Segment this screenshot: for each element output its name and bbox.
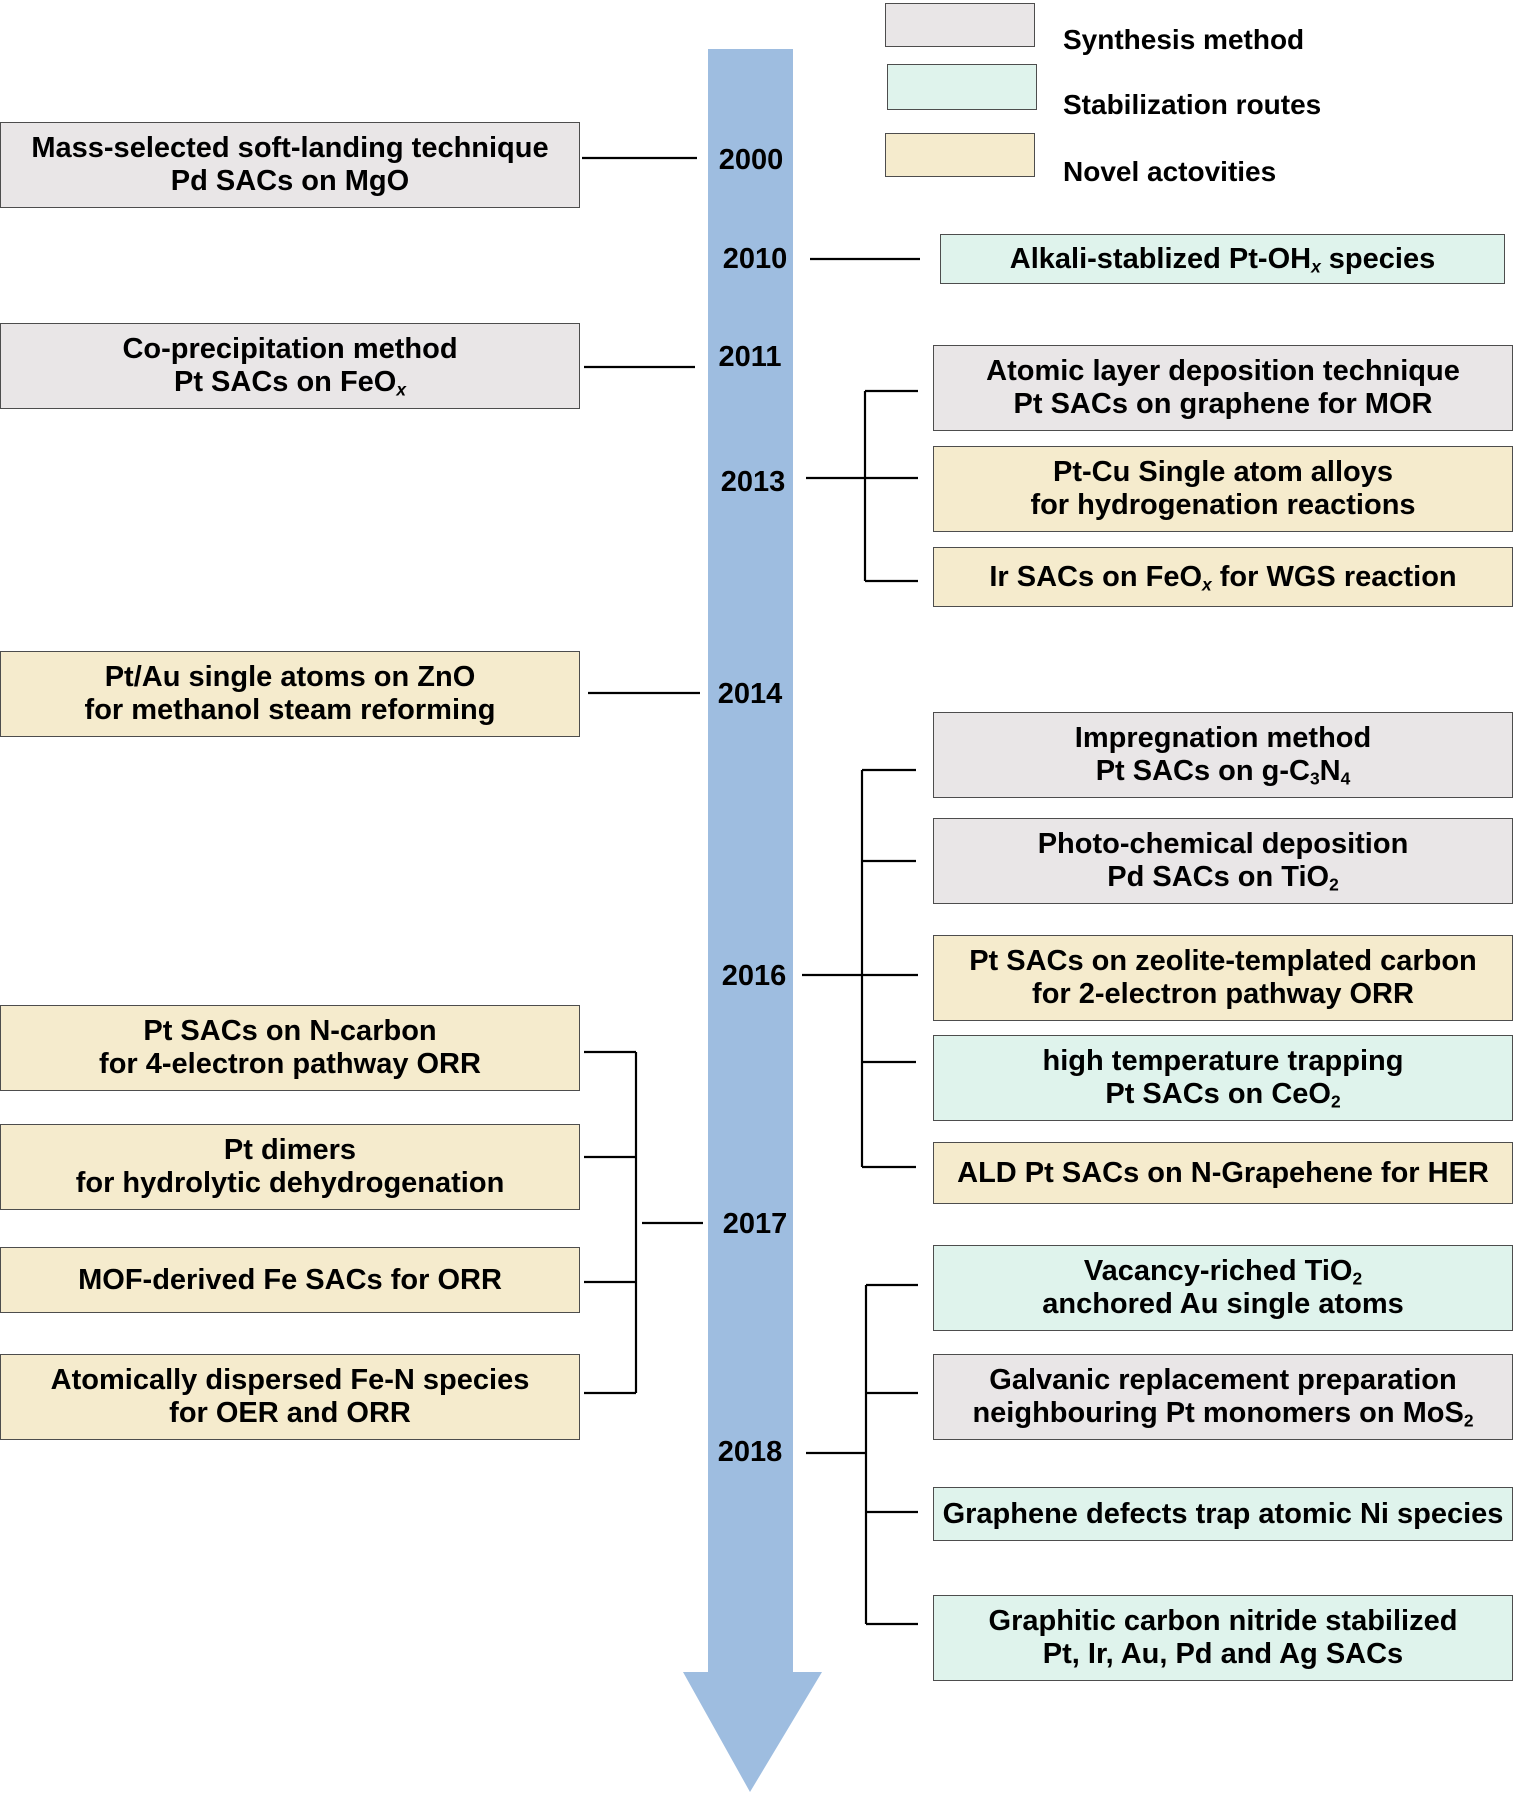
event-text-line: Atomically dispersed Fe-N species [50,1364,530,1396]
year-label-2010: 2010 [722,243,788,275]
event-text-line: for 2-electron pathway ORR [1032,978,1414,1010]
year-label-2013: 2013 [720,466,786,498]
event-text-line: Pt SACs on zeolite-templated carbon [969,945,1477,977]
event-text-line: Pt, Ir, Au, Pd and Ag SACs [1042,1638,1404,1670]
event-box-e2013c: Ir SACs on FeOx for WGS reaction [933,547,1513,607]
event-text-line: Graphitic carbon nitride stabilized [988,1605,1458,1637]
event-box-e2017c: MOF-derived Fe SACs for ORR [0,1247,580,1313]
event-text-line: Alkali-stablized Pt-OHx species [1009,242,1436,276]
event-text-line: Pt SACs on N-carbon [143,1015,437,1047]
event-text-line: for hydrolytic dehydrogenation [75,1167,505,1199]
event-text-line: Pt SACs on g-C3N4 [1095,755,1351,789]
event-text-line: Impregnation method [1074,722,1372,754]
event-text-line: MOF-derived Fe SACs for ORR [78,1263,502,1296]
event-text-line: Pt SACs on graphene for MOR [1013,388,1433,420]
event-text-line: Pt SACs on CeO2 [1105,1078,1341,1112]
event-text-line: Photo-chemical deposition [1037,828,1409,860]
event-text-line: Ir SACs on FeOx for WGS reaction [989,560,1457,594]
year-label-2016: 2016 [721,960,787,992]
event-text-line: Pd SACs on MgO [170,165,410,197]
event-text-line: neighbouring Pt monomers on MoS2 [972,1397,1474,1431]
event-text-line: Vacancy-riched TiO2 [1083,1255,1363,1289]
event-text-line: high temperature trapping [1042,1045,1404,1077]
event-text-line: for 4-electron pathway ORR [99,1048,481,1080]
legend-swatch-synthesis [885,3,1035,47]
event-text-line: Mass-selected soft-landing technique [31,132,549,164]
event-text-line: Pd SACs on TiO2 [1107,861,1339,895]
event-text-line: ALD Pt SACs on N-Grapehene for HER [957,1156,1489,1189]
legend-swatch-activity [885,133,1035,177]
timeline-arrow [683,49,822,1792]
year-label-2000: 2000 [718,144,784,176]
event-text-line: anchored Au single atoms [1042,1288,1404,1320]
event-text-line: Graphene defects trap atomic Ni species [942,1497,1504,1530]
event-text-line: Atomic layer deposition technique [986,355,1460,387]
event-text-line: Pt-Cu Single atom alloys [1053,456,1393,488]
year-label-2014: 2014 [717,678,783,710]
legend-label-synthesis: Synthesis method [1063,24,1305,55]
legend-swatch-stabilization [887,64,1037,110]
event-text-line: Pt dimers [223,1134,357,1166]
event-text-line: for OER and ORR [169,1397,411,1429]
event-text-line: Co-precipitation method [122,333,458,365]
legend-label-activity: Novel actovities [1063,156,1277,187]
year-label-2017: 2017 [722,1208,788,1240]
event-box-e2010: Alkali-stablized Pt-OHx species [940,234,1505,284]
event-text-line: Pt SACs on FeOx [173,366,407,400]
event-text-line: Pt/Au single atoms on ZnO [104,661,476,693]
event-box-e2016e: ALD Pt SACs on N-Grapehene for HER [933,1142,1513,1204]
event-text-line: for methanol steam reforming [84,694,496,726]
year-label-2011: 2011 [718,341,782,373]
legend-label-stabilization: Stabilization routes [1063,89,1322,120]
event-text-line: for hydrogenation reactions [1030,489,1416,521]
year-label-2018: 2018 [717,1436,783,1468]
event-text-line: Galvanic replacement preparation [989,1364,1457,1396]
event-box-e2018c: Graphene defects trap atomic Ni species [933,1487,1513,1541]
